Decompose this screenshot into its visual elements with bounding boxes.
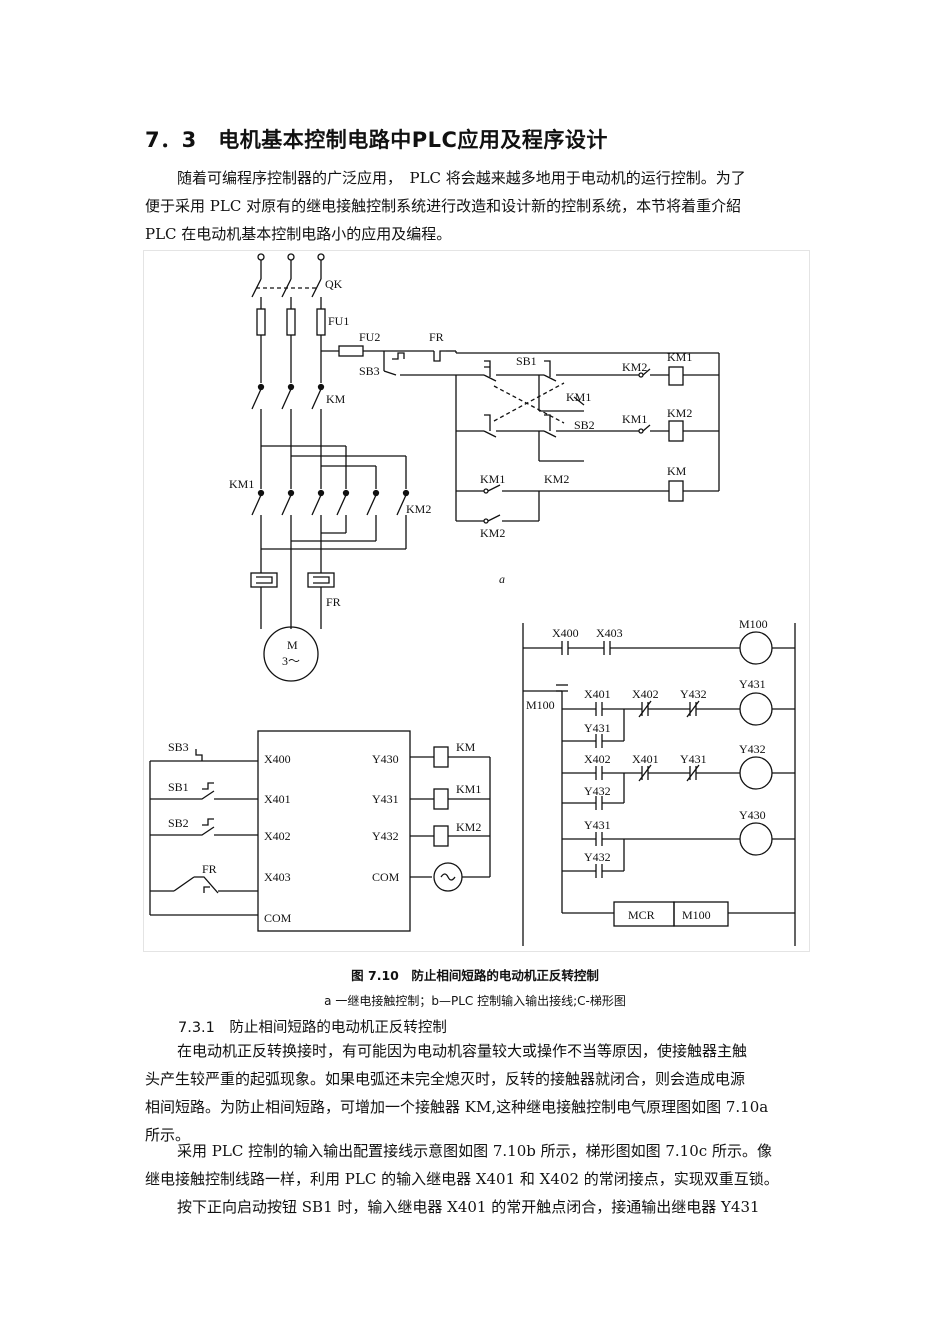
subsection-title: 7.3.1 防止相间短路的电动机正反转控制	[178, 1020, 447, 1036]
p1-line-1: 在电动机正反转换接时，有可能因为电动机容量较大或操作不当等原因，使接触器主触	[177, 1042, 748, 1060]
label-sb2: SB2	[574, 418, 595, 432]
ladder-r4b-y432: Y432	[584, 850, 611, 864]
label-km2-r4: KM2	[480, 526, 505, 540]
wire-fr: FR	[202, 862, 217, 876]
intro-line-3: PLC 在电动机基本控制电路小的应用及编程。	[145, 225, 452, 243]
label-qk: QK	[325, 277, 343, 291]
plc-in-x402: X402	[264, 829, 291, 843]
label-sb1: SB1	[516, 354, 537, 368]
control-circuit	[321, 345, 720, 524]
label-km2-r3: KM2	[544, 472, 569, 486]
ladder-r2b-y431: Y431	[584, 721, 611, 735]
ladder-y432-coil: Y432	[739, 742, 766, 756]
wire-sb3: SB3	[168, 740, 189, 754]
label-km2-coil: KM2	[667, 406, 692, 420]
label-fr-top: FR	[429, 330, 444, 344]
ladder-r3-x402: X402	[584, 752, 611, 766]
ladder-x400: X400	[552, 626, 579, 640]
body-paragraph-1: 在电动机正反转换接时，有可能因为电动机容量较大或操作不当等原因，使接触器主触 头…	[145, 1037, 807, 1149]
intro-paragraph: 随着可编程序控制器的广泛应用， PLC 将会越来越多地用于电动机的运行控制。为了…	[145, 164, 807, 248]
ladder-r2-y432: Y432	[680, 687, 707, 701]
p3-line-1: 按下正向启动按钮 SB1 时，输入继电器 X401 的常开触点闭合，接通输出继电…	[177, 1198, 760, 1216]
ladder-labels: X400 X403 M100 M100 X401 X402 Y432 Y431 …	[526, 617, 768, 922]
ladder-x403: X403	[596, 626, 623, 640]
ladder-r3b-y432: Y432	[584, 784, 611, 798]
ladder-r2-x401: X401	[584, 687, 611, 701]
plc-in-x401: X401	[264, 792, 291, 806]
label-a: a	[499, 572, 505, 586]
body-paragraph-2: 采用 PLC 控制的输入输出配置接线示意图如图 7.10b 所示，梯形图如图 7…	[145, 1137, 807, 1193]
label-km2-r1: KM2	[622, 360, 647, 374]
p1-line-3: 相间短路。为防止相间短路，可增加一个接触器 KM,这种继电接触控制电气原理图如图…	[145, 1098, 769, 1116]
label-km1-coil: KM1	[667, 350, 692, 364]
ladder-m100-contact: M100	[526, 698, 555, 712]
ladder-r4-y431: Y431	[584, 818, 611, 832]
control-circuit-labels: FU2 FR SB3 SB1 KM2 KM1 KM1 SB2 KM1 KM2 K…	[359, 330, 692, 586]
p1-line-4: 所示。	[145, 1126, 191, 1144]
label-km1: KM1	[229, 477, 254, 491]
ladder-y430-coil: Y430	[739, 808, 766, 822]
plc-wiring	[149, 730, 491, 932]
figure-subcaption: a 一继电接触控制；b—PLC 控制输入输出接线;C-梯形图	[324, 994, 626, 1008]
wire-sb1: SB1	[168, 780, 189, 794]
ladder-r2-x402: X402	[632, 687, 659, 701]
motor-sub: 3～	[282, 654, 300, 668]
coil-km1: KM1	[456, 782, 481, 796]
p2-line-1: 采用 PLC 控制的输入输出配置接线示意图如图 7.10b 所示，梯形图如图 7…	[177, 1142, 772, 1160]
plc-wiring-labels: SB3 SB1 SB2 FR X400 X401 X402 X403 COM Y…	[168, 740, 481, 925]
ladder-r3-x401: X401	[632, 752, 659, 766]
figure-caption: 图 7.10 防止相间短路的电动机正反转控制	[351, 968, 599, 983]
p1-line-2: 头产生较严重的起弧现象。如果电弧还未完全熄灭时，反转的接触器就闭合，则会造成电源	[145, 1070, 746, 1088]
plc-out-y432: Y432	[372, 829, 399, 843]
intro-line-1: 随着可编程序控制器的广泛应用， PLC 将会越来越多地用于电动机的运行控制。为了	[177, 169, 746, 187]
ladder-mcr: MCR	[628, 908, 655, 922]
plc-out-com: COM	[372, 870, 400, 884]
label-km: KM	[326, 392, 346, 406]
intro-line-2: 便于采用 PLC 对原有的继电接触控制系统进行改造和设计新的控制系统，本节将着重…	[145, 197, 742, 215]
ladder-diagram	[522, 623, 796, 946]
motor-label: M	[287, 638, 298, 652]
section-title: 7．3 电机基本控制电路中PLC应用及程序设计	[145, 128, 608, 152]
label-sb3: SB3	[359, 364, 380, 378]
power-circuit-labels: QK FU1 KM KM1 KM2 FR M 3～	[229, 277, 431, 668]
label-fu2: FU2	[359, 330, 380, 344]
ladder-r3-y431: Y431	[680, 752, 707, 766]
p2-line-2: 继电接触控制线路一样，利用 PLC 的输入继电器 X401 和 X402 的常闭…	[145, 1170, 779, 1188]
plc-in-com: COM	[264, 911, 292, 925]
circuit-diagram: QK FU1 KM KM1 KM2 FR M 3～	[149, 253, 796, 946]
wire-sb2: SB2	[168, 816, 189, 830]
plc-in-x403: X403	[264, 870, 291, 884]
label-km2: KM2	[406, 502, 431, 516]
plc-out-y431: Y431	[372, 792, 399, 806]
ladder-mcr-arg: M100	[682, 908, 711, 922]
figure-7-10: QK FU1 KM KM1 KM2 FR M 3～	[143, 250, 810, 952]
label-fr: FR	[326, 595, 341, 609]
coil-km2: KM2	[456, 820, 481, 834]
power-circuit	[250, 253, 410, 682]
body-paragraph-3: 按下正向启动按钮 SB1 时，输入继电器 X401 的常开触点闭合，接通输出继电…	[145, 1193, 807, 1221]
plc-in-x400: X400	[264, 752, 291, 766]
ladder-m100-coil: M100	[739, 617, 768, 631]
ladder-y431-coil: Y431	[739, 677, 766, 691]
label-fu1: FU1	[328, 314, 349, 328]
plc-out-y430: Y430	[372, 752, 399, 766]
label-km1-r2: KM1	[622, 412, 647, 426]
coil-km: KM	[456, 740, 476, 754]
label-km-coil: KM	[667, 464, 687, 478]
label-km1-r3: KM1	[480, 472, 505, 486]
label-km1-aux: KM1	[566, 390, 591, 404]
